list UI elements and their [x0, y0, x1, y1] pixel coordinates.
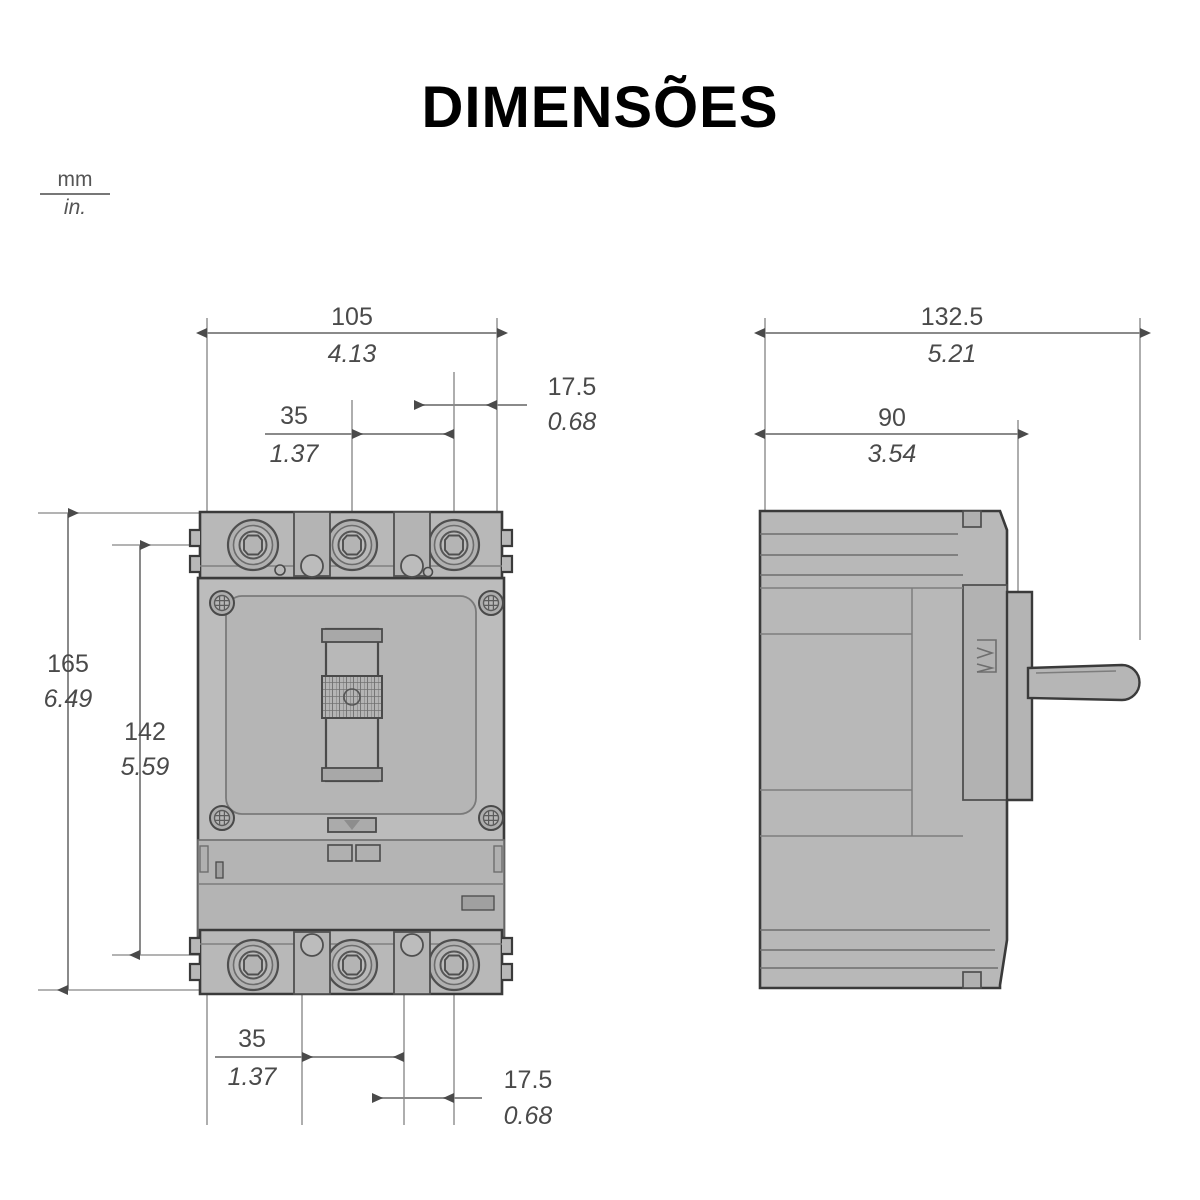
dimension-depth-body: 90 3.54	[754, 404, 1029, 468]
terminal-barrier-holes-top	[300, 554, 424, 578]
lower-cover-marks	[215, 861, 495, 911]
dim-132-5-mm: 132.5	[921, 303, 984, 331]
terminal-bottom-pole-2	[325, 938, 379, 992]
dimension-height-overall: 165 6.49	[44, 508, 93, 995]
handle-lever-highlight	[1035, 670, 1117, 674]
terminal-top-pole-1	[226, 518, 280, 572]
terminal-block-top	[188, 510, 514, 580]
screw-top-right	[478, 590, 504, 616]
breaker-front-body	[188, 510, 514, 996]
dim-3-54-in: 3.54	[868, 440, 917, 468]
handle-grip-texture	[321, 675, 383, 719]
dim-165-mm: 165	[47, 650, 89, 678]
dim-1-37-bottom-in: 1.37	[228, 1063, 278, 1091]
side-notch-details	[962, 510, 982, 989]
terminal-pin-marks-top	[274, 564, 434, 578]
dim-90-mm: 90	[878, 404, 906, 432]
handle-top-cap	[321, 628, 383, 643]
units-numerator: mm	[40, 168, 110, 195]
side-bottom-terminal-bands	[760, 929, 998, 969]
dim-35-top-mm: 35	[280, 402, 308, 430]
lower-cover-slots	[327, 844, 381, 862]
dim-35-bottom-mm: 35	[238, 1025, 266, 1053]
terminal-top-pole-3	[427, 518, 481, 572]
toggle-handle-side[interactable]	[1026, 663, 1141, 702]
dimension-depth-overall: 132.5 5.21	[754, 303, 1151, 368]
screw-bottom-right	[478, 805, 504, 831]
dim-6-49-in: 6.49	[44, 685, 93, 713]
dim-0-68-bottom-in: 0.68	[504, 1102, 553, 1130]
side-body-seams	[760, 587, 963, 837]
terminal-bottom-pole-1	[226, 938, 280, 992]
page-title: DIMENSÕES	[421, 75, 779, 140]
dimension-pole-pitch-top: 35 1.37	[265, 402, 454, 468]
screw-bottom-left	[209, 805, 235, 831]
terminal-bottom-pole-3	[427, 938, 481, 992]
breaker-side-body	[758, 509, 1141, 990]
dimension-edge-offset-bottom: 17.5 0.68	[372, 1066, 552, 1130]
units-denominator: in.	[63, 195, 87, 219]
handle-pivot-mark	[343, 688, 361, 706]
dim-4-13-in: 4.13	[328, 340, 377, 368]
dimension-width-overall: 105 4.13	[196, 303, 508, 368]
terminal-barrier-holes-bottom	[300, 933, 424, 957]
dimension-height-body: 142 5.59	[121, 540, 170, 960]
dimension-pole-pitch-bottom: 35 1.37	[215, 1025, 404, 1091]
dim-105-mm: 105	[331, 303, 373, 331]
dim-17-5-top-mm: 17.5	[548, 373, 597, 401]
side-top-terminal-bands	[760, 533, 963, 576]
dim-1-37-top-in: 1.37	[270, 440, 320, 468]
case-side-vents	[199, 845, 503, 873]
handle-bottom-cap	[321, 767, 383, 782]
dim-5-21-in: 5.21	[928, 340, 977, 368]
dimension-edge-offset-top: 17.5 0.68	[414, 373, 596, 436]
side-mechanism-mark	[976, 639, 997, 673]
dim-5-59-in: 5.59	[121, 753, 170, 781]
units-key: mm in.	[40, 168, 110, 219]
dim-142-mm: 142	[124, 718, 166, 746]
screw-top-left	[209, 590, 235, 616]
side-view-extension-lines	[764, 318, 1141, 640]
handle-lever[interactable]	[1026, 663, 1141, 702]
terminal-block-bottom	[188, 928, 514, 996]
side-face-plate	[962, 584, 1008, 801]
front-view: 105 4.13 17.5 0.68 35 1.37 165 6.	[38, 303, 596, 1130]
trip-indicator-slot	[327, 817, 377, 833]
side-view: 132.5 5.21 90 3.54	[754, 303, 1151, 990]
dim-0-68-top-in: 0.68	[548, 408, 597, 436]
side-cover-block	[1005, 590, 1034, 802]
terminal-top-pole-2	[325, 518, 379, 572]
dim-17-5-bottom-mm: 17.5	[504, 1066, 553, 1094]
toggle-handle-front[interactable]	[321, 627, 383, 783]
front-view-horizontal-extension-lines	[38, 512, 210, 991]
